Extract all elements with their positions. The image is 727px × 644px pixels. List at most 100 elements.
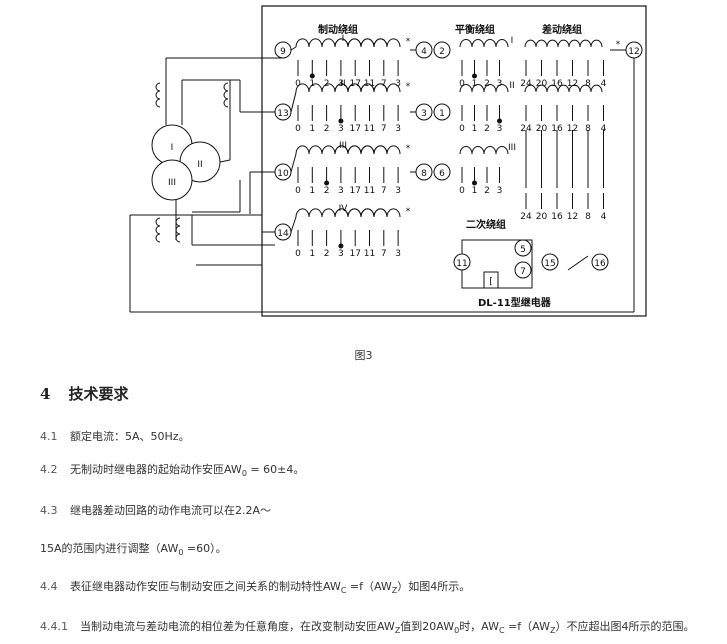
ct-coil-1 bbox=[155, 90, 161, 100]
balance-row-1-tap-label: 1 bbox=[472, 79, 478, 89]
terminal-2 bbox=[433, 41, 451, 59]
para-text: 额定电流：5A、50Hz。 bbox=[70, 430, 190, 443]
para-text-end: = 60±4。 bbox=[246, 463, 305, 476]
diff-row-1-tap-label: 4 bbox=[601, 79, 607, 89]
braking-row-2-tap-label: 3 bbox=[395, 124, 401, 134]
balance-row-2-tap-label: 0 bbox=[459, 124, 465, 134]
diff-row-3-tap-label: 16 bbox=[551, 212, 563, 222]
terminal-10-label: 10 bbox=[277, 169, 289, 179]
braking-row-2-tap-label: 1 bbox=[309, 124, 315, 134]
ct-coil-2 bbox=[223, 90, 229, 100]
terminal-2-label: 2 bbox=[439, 47, 445, 57]
braking-row-4-tap-label: 1 bbox=[309, 249, 315, 259]
diff-row-3-tap-label: 4 bbox=[601, 212, 607, 222]
terminal-1 bbox=[433, 103, 451, 121]
secondary-winding-label: 二次绕组 bbox=[466, 218, 506, 231]
balance-row-3-tap-dot bbox=[472, 180, 477, 186]
terminal-7-label: 7 bbox=[520, 267, 526, 277]
balance-coil-2 bbox=[459, 84, 509, 93]
transformer-label: III bbox=[168, 178, 176, 188]
terminal-15-label: 15 bbox=[544, 259, 555, 269]
braking-row-3-tap-label: 0 bbox=[295, 186, 301, 196]
para-text-end: =60）。 bbox=[183, 542, 227, 555]
braking-row-2-tap-label: 11 bbox=[364, 124, 375, 134]
polarity-star: * bbox=[406, 37, 411, 47]
braking-row-3-tap-label: 3 bbox=[338, 186, 344, 196]
braking-coil-b-2 bbox=[334, 83, 388, 93]
braking-row-3-tap-label: 2 bbox=[324, 186, 330, 196]
braking-row-3-tap-label: 3 bbox=[395, 186, 401, 196]
braking-row-4-tap-label: 0 bbox=[295, 249, 301, 259]
braking-row-2-tap-label: 0 bbox=[295, 124, 301, 134]
wire bbox=[290, 91, 297, 113]
balance-row-2-tap-label: 1 bbox=[472, 124, 478, 134]
terminal-8-label: 8 bbox=[421, 169, 427, 179]
braking-row-4-tap-label: 3 bbox=[395, 249, 401, 259]
balance-row-2-tap-dot bbox=[497, 118, 502, 124]
braking-row-numeral: III bbox=[339, 141, 347, 151]
balance-row-1-tap-dot bbox=[472, 73, 477, 79]
balance-row-3-tap-label: 3 bbox=[497, 186, 503, 196]
terminal-6-label: 6 bbox=[439, 169, 445, 179]
diff-coil-2 bbox=[524, 84, 603, 93]
diff-row-2-tap-label: 20 bbox=[536, 124, 548, 134]
para-sub: C bbox=[340, 586, 347, 596]
relay-contact bbox=[567, 255, 589, 271]
para-number: 4.3 bbox=[40, 504, 58, 517]
diff-row-2-tap-label: 24 bbox=[520, 124, 532, 134]
balance-row-1-tap-label: 0 bbox=[459, 79, 465, 89]
braking-row-4-tap-label: 17 bbox=[349, 249, 360, 259]
para-number: 4.4 bbox=[40, 580, 58, 593]
braking-row-2-tap-label: 7 bbox=[381, 124, 387, 134]
diff-row-3-tap-label: 12 bbox=[567, 212, 578, 222]
balance-row-2-tap-label: 3 bbox=[497, 124, 503, 134]
para-number: 4.4.1 bbox=[40, 620, 68, 633]
para-sub: Z bbox=[549, 626, 556, 636]
polarity-star: * bbox=[616, 40, 621, 50]
para-number: 4.1 bbox=[40, 430, 58, 443]
para-sub: Z bbox=[394, 626, 401, 636]
para-text: 继电器差动回路的动作电流可以在2.2A～ bbox=[70, 504, 272, 517]
wire bbox=[290, 46, 297, 51]
diff-row-2-tap-label: 12 bbox=[567, 124, 578, 134]
braking-row-numeral: IV bbox=[339, 204, 349, 214]
wire bbox=[290, 216, 297, 233]
balance-row-numeral: III bbox=[508, 143, 516, 153]
ct-coil-2 bbox=[223, 82, 229, 92]
diff-row-2-tap-label: 16 bbox=[551, 124, 563, 134]
balance-row-numeral: II bbox=[509, 81, 514, 91]
para-4-3-cont: 15A的范围内进行调整（AW0 =60）。 bbox=[40, 540, 227, 557]
diff-row-1-tap-label: 12 bbox=[567, 79, 578, 89]
braking-row-3-tap-label: 1 bbox=[309, 186, 315, 196]
para-sub: C bbox=[499, 626, 505, 636]
para-text: =f（AW bbox=[504, 620, 550, 633]
para-text: 当制动电流与差动电流的相位差为任意角度，在改变制动安匝AW bbox=[80, 620, 395, 633]
diff-row-3-tap-label: 24 bbox=[520, 212, 532, 222]
para-text-end: ）不应超出图4所示的范围。 bbox=[555, 620, 695, 633]
braking-row-1-tap-label: 3 bbox=[395, 79, 401, 89]
diff-row-3-tap-label: 20 bbox=[536, 212, 548, 222]
terminal-15 bbox=[541, 253, 559, 271]
para-text: 时，AW bbox=[459, 620, 499, 633]
ct-coil-4 bbox=[175, 217, 181, 227]
polarity-star: * bbox=[406, 144, 411, 154]
ct-coil-2 bbox=[223, 98, 229, 108]
ct-coil-3 bbox=[155, 217, 161, 227]
braking-row-1-tap-label: 7 bbox=[381, 79, 387, 89]
terminal-9-label: 9 bbox=[280, 47, 286, 57]
terminal-4-label: 4 bbox=[421, 47, 427, 57]
braking-row-3-tap-label: 7 bbox=[381, 186, 387, 196]
terminal-7 bbox=[514, 261, 532, 279]
terminal-14-label: 14 bbox=[277, 229, 289, 239]
braking-row-4-tap-label: 3 bbox=[338, 249, 344, 259]
diff-coil-1 bbox=[524, 39, 603, 48]
braking-row-2-tap-dot bbox=[338, 118, 344, 124]
para-sub: 0 bbox=[454, 626, 460, 636]
relay-box bbox=[483, 271, 499, 289]
ct-coil-1 bbox=[155, 98, 161, 108]
para-4-3: 4.3 继电器差动回路的动作电流可以在2.2A～ bbox=[40, 502, 271, 518]
relay-name-label: DL-11型继电器 bbox=[478, 296, 552, 309]
